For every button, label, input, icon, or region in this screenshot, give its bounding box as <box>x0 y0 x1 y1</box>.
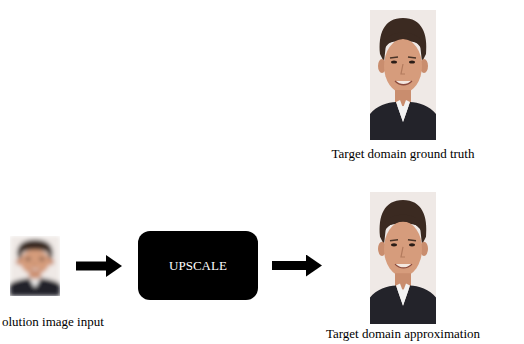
block-arrow <box>272 261 306 270</box>
image-node: Target domain ground truth <box>370 10 436 140</box>
image-node: Target domain approximation <box>370 192 436 324</box>
image-caption: Target domain ground truth <box>332 146 475 161</box>
image-caption: olution image input <box>2 314 104 329</box>
image-node: olution image input <box>10 236 60 296</box>
face-photo <box>370 192 436 324</box>
low-resolution-photo <box>10 236 60 296</box>
process-box: UPSCALE <box>138 231 258 300</box>
box-label: UPSCALE <box>169 258 227 273</box>
block-arrow <box>76 262 106 271</box>
face-photo <box>370 10 436 140</box>
image-caption: Target domain approximation <box>326 326 480 341</box>
upscale-box: UPSCALE <box>138 231 258 300</box>
